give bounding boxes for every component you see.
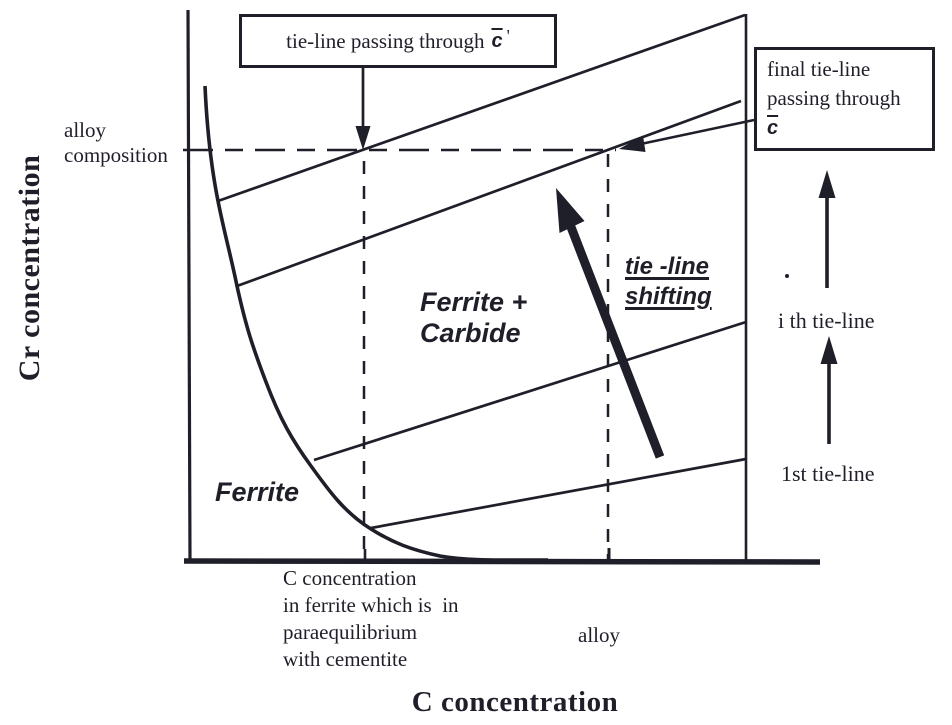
alloy-label-line1: alloy <box>578 623 620 647</box>
first-tie-line <box>370 457 747 530</box>
tie-line-shifting-arrow <box>556 188 665 459</box>
up-arrow-upper <box>818 170 836 288</box>
y-axis-title: Cr concentration <box>13 154 46 382</box>
ferrite-solvus-curve <box>203 85 549 562</box>
final-box-text: final tie-line passing through <box>767 57 901 110</box>
down-arrow <box>355 67 371 150</box>
alloy-composition-y-label: alloy composition <box>64 118 168 167</box>
alloy-composition-x-label: alloy compositionc <box>578 565 737 725</box>
y-axis-line <box>186 9 192 563</box>
ferrite-c-concentration-label: C concentration in ferrite which is in p… <box>283 566 459 671</box>
ferrite-region-label: Ferrite <box>215 477 300 507</box>
ferrite-carbide-region-label: Ferrite + Carbide <box>420 287 528 348</box>
ith-tie-line-label: i th tie-line <box>778 308 875 333</box>
prime-mark: ' <box>506 25 510 46</box>
up-arrow-lower <box>820 336 838 444</box>
x-axis-title: C concentration <box>411 686 619 718</box>
ith-tie-line <box>313 320 747 462</box>
tie-line-through-cprime <box>217 13 746 203</box>
first-tie-line-label: 1st tie-line <box>781 461 875 486</box>
c-bar-symbol: c <box>767 117 779 139</box>
tie-line-cprime-annotation-box: tie-line passing through c ' <box>239 14 557 68</box>
top-box-text: tie-line passing through <box>286 28 485 53</box>
final-tie-line-annotation-box: final tie-line passing through c <box>754 47 935 151</box>
c-bar-prime-symbol: c <box>491 29 503 52</box>
final-tie-line <box>236 99 742 288</box>
leader-arrow <box>619 118 755 152</box>
tie-line-shifting-label: tie -line shifting <box>625 253 712 310</box>
stray-dot <box>785 274 789 278</box>
